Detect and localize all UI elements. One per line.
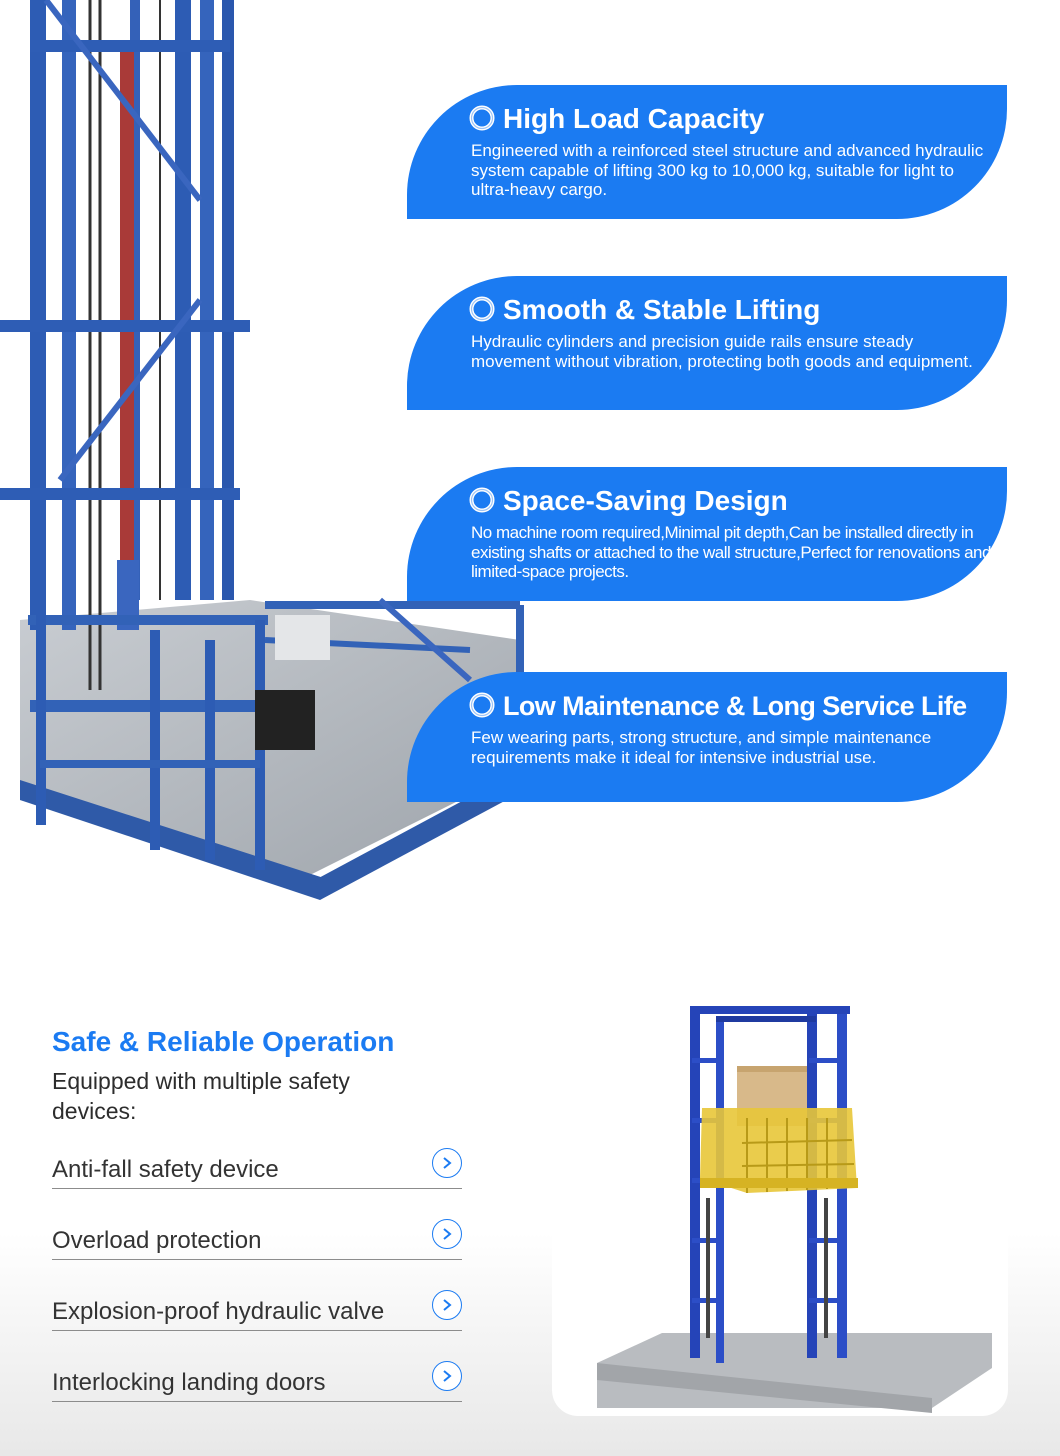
- safety-item-label: Overload protection: [52, 1227, 262, 1254]
- safety-item-label: Interlocking landing doors: [52, 1369, 326, 1396]
- chevron-right-icon[interactable]: [432, 1361, 462, 1391]
- ring-icon: [469, 487, 495, 513]
- feature-description: Engineered with a reinforced steel struc…: [471, 141, 984, 199]
- feature-description: No machine room required,Minimal pit dep…: [471, 523, 991, 581]
- feature-card-low-maintenance: Low Maintenance & Long Service Life Few …: [407, 672, 1007, 802]
- feature-description: Few wearing parts, strong structure, and…: [471, 728, 932, 767]
- feature-card-high-load: High Load Capacity Engineered with a rei…: [407, 85, 1007, 219]
- feature-card-smooth-lifting: Smooth & Stable Lifting Hydraulic cylind…: [407, 276, 1007, 410]
- feature-title: Space-Saving Design: [503, 485, 788, 516]
- feature-title: High Load Capacity: [503, 103, 765, 134]
- safety-item-explosion-proof[interactable]: Explosion-proof hydraulic valve: [52, 1288, 462, 1331]
- cargo-lift-render: [597, 1006, 992, 1413]
- ring-icon: [469, 692, 495, 718]
- feature-description: Hydraulic cylinders and precision guide …: [471, 332, 973, 371]
- features-section: High Load Capacity Engineered with a rei…: [0, 0, 1007, 900]
- feature-title: Low Maintenance & Long Service Life: [503, 691, 967, 721]
- safety-subheading: Equipped with multiple safety devices:: [52, 1068, 350, 1124]
- chevron-right-icon[interactable]: [432, 1290, 462, 1320]
- ring-icon: [469, 105, 495, 131]
- lift-render-panel: [552, 968, 1008, 1416]
- chevron-right-icon[interactable]: [432, 1219, 462, 1249]
- safety-heading: Safe & Reliable Operation: [52, 1026, 395, 1057]
- safety-item-overload[interactable]: Overload protection: [52, 1217, 462, 1260]
- safety-item-label: Anti-fall safety device: [52, 1156, 279, 1183]
- cargo-lift-photo: [0, 0, 525, 900]
- ring-icon: [469, 296, 495, 322]
- feature-card-space-saving: Space-Saving Design No machine room requ…: [407, 467, 1007, 601]
- safety-item-interlocking-doors[interactable]: Interlocking landing doors: [52, 1359, 462, 1402]
- safety-item-anti-fall[interactable]: Anti-fall safety device: [52, 1146, 462, 1189]
- safety-item-label: Explosion-proof hydraulic valve: [52, 1298, 385, 1325]
- chevron-right-icon[interactable]: [432, 1148, 462, 1178]
- feature-title: Smooth & Stable Lifting: [503, 294, 821, 325]
